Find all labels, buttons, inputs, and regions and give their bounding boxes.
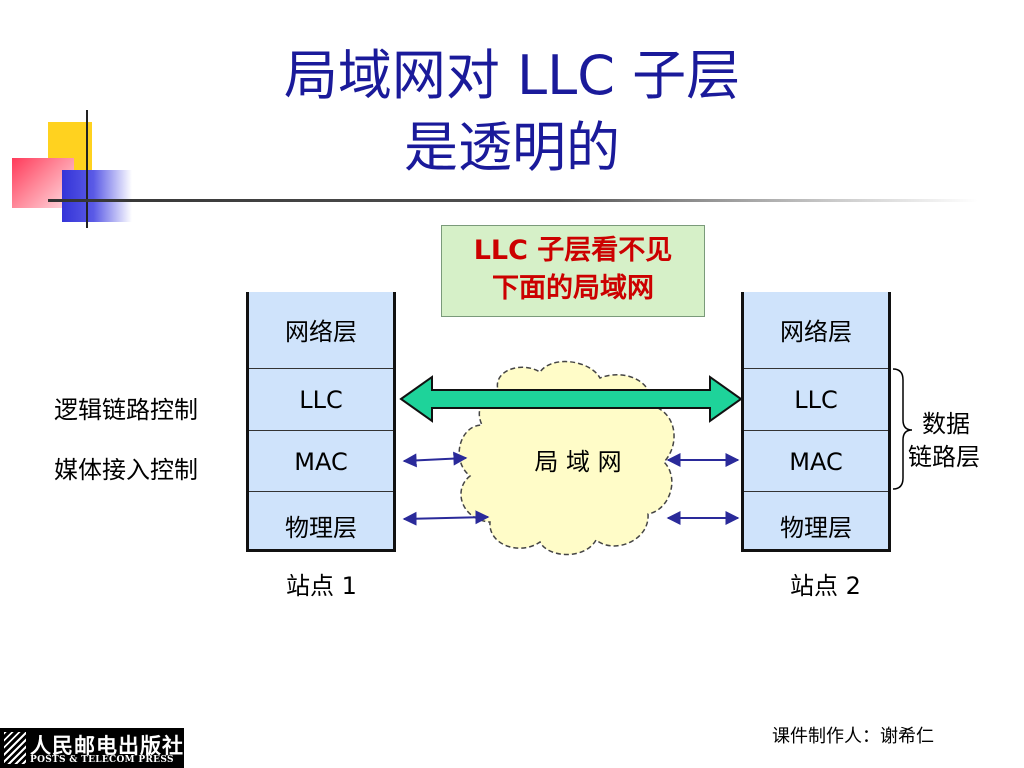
station1-divider (249, 430, 393, 431)
publisher-logo: 人民邮电出版社 POSTS & TELECOM PRESS (0, 728, 184, 768)
publisher-name-cn: 人民邮电出版社 (30, 733, 184, 758)
station2-layer-mac: MAC (789, 448, 843, 476)
brace-label-line2: 链路层 (908, 443, 980, 471)
callout-line1: LLC 子层看不见 (473, 235, 673, 266)
footer-credit: 课件制作人：谢希仁 (772, 726, 934, 747)
label-mac-desc: 媒体接入控制 (54, 456, 198, 484)
station2-label: 站点 2 (790, 572, 861, 600)
station1-layer-physical: 物理层 (285, 514, 357, 542)
station2-layer-network: 网络层 (780, 318, 852, 346)
station2-stack: 网络层 LLC MAC 物理层 (741, 292, 891, 552)
data-link-brace (892, 368, 913, 490)
station1-divider (249, 491, 393, 492)
station1-divider (249, 368, 393, 369)
decor-vertical-line (86, 110, 88, 228)
decor-blue-block (62, 170, 132, 222)
lan-cloud-shape (458, 360, 675, 556)
station2-layer-physical: 物理层 (780, 514, 852, 542)
llc-double-arrow (399, 375, 743, 423)
station1-label: 站点 1 (286, 572, 357, 600)
physical-arrow-left (402, 510, 490, 526)
station2-divider (744, 430, 888, 431)
station2-divider (744, 491, 888, 492)
page-title-line1: 局域网对 LLC 子层 (283, 44, 741, 107)
decor-horizontal-line (48, 199, 978, 202)
callout-box: LLC 子层看不见 下面的局域网 (441, 225, 705, 317)
callout-line2: 下面的局域网 (492, 273, 654, 304)
station1-stack: 网络层 LLC MAC 物理层 (246, 292, 396, 552)
cloud-label: 局 域 网 (534, 448, 621, 476)
station1-layer-network: 网络层 (285, 318, 357, 346)
station1-layer-mac: MAC (294, 448, 348, 476)
station1-layer-llc: LLC (299, 386, 343, 414)
mac-arrow-left (402, 451, 468, 468)
brace-label-line1: 数据 (922, 410, 970, 438)
page-title-line2: 是透明的 (404, 116, 620, 179)
station2-divider (744, 368, 888, 369)
publisher-logo-icon (4, 732, 26, 764)
station2-layer-llc: LLC (794, 386, 838, 414)
publisher-name-en: POSTS & TELECOM PRESS (30, 755, 174, 765)
label-llc-desc: 逻辑链路控制 (54, 396, 198, 424)
